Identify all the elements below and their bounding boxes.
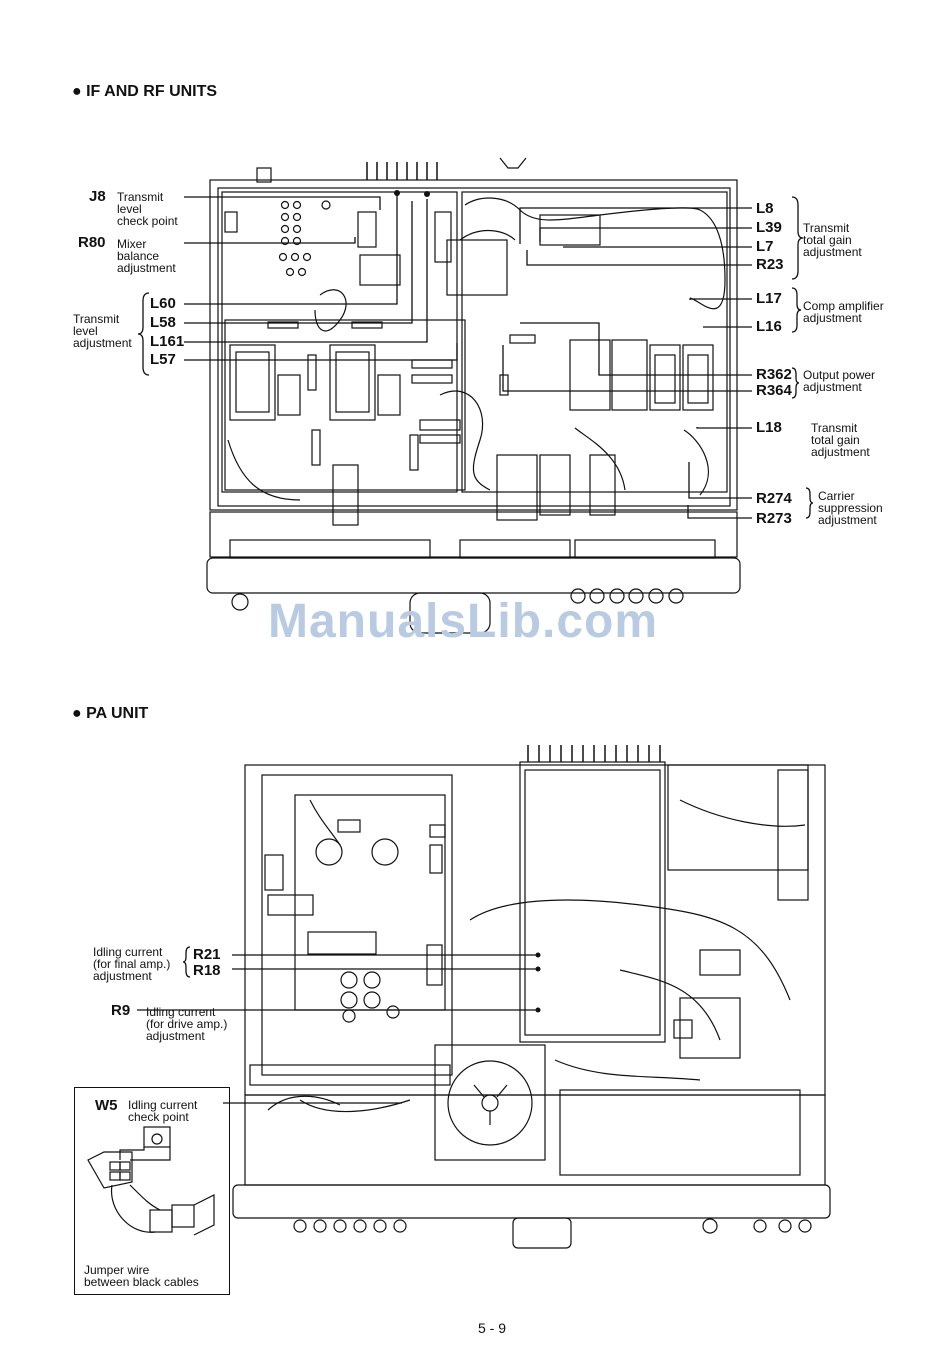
pa-chassis-drawing (232, 745, 831, 1249)
callout-l58: L58 (150, 314, 176, 331)
callout-w5: W5 (95, 1097, 118, 1114)
if-rf-section-title: ● IF AND RF UNITS (72, 83, 217, 101)
if-rf-chassis-drawing (206, 157, 741, 634)
desc-line: adjustment (803, 380, 862, 394)
callout-l60: L60 (150, 295, 176, 312)
desc-line: adjustment (93, 969, 152, 983)
desc-line: adjustment (811, 445, 870, 459)
desc-line: Comp amplifier (803, 299, 884, 313)
callout-r9: R9 (111, 1002, 131, 1019)
callout-l57: L57 (150, 351, 176, 368)
desc-line: Transmit (73, 312, 120, 326)
desc-line: between black cables (84, 1275, 199, 1289)
desc-line: Transmit (811, 421, 858, 435)
pa-section-title: ● PA UNIT (72, 705, 148, 723)
desc-line: suppression (818, 501, 883, 515)
callout-comp-amplifier-desc: Comp amplifier adjustment (803, 300, 884, 324)
callout-r80-desc: Mixer balance adjustment (117, 238, 176, 274)
desc-line: Idling current (128, 1098, 198, 1112)
callout-w5-desc: Idling current check point (128, 1099, 197, 1123)
pa-title-text: PA UNIT (86, 705, 149, 722)
desc-line: (for final amp.) (93, 957, 171, 971)
desc-line: Carrier (818, 489, 855, 503)
callout-l39: L39 (756, 219, 782, 236)
desc-line: check point (117, 214, 178, 228)
callout-r80: R80 (78, 234, 106, 251)
bullet-icon: ● (72, 83, 87, 100)
callout-r273: R273 (756, 510, 792, 527)
callout-r362: R362 (756, 366, 792, 383)
callout-j8-desc: Transmit level check point (117, 191, 178, 227)
callout-l17: L17 (756, 290, 782, 307)
desc-line: total gain (803, 233, 852, 247)
desc-line: adjustment (117, 261, 176, 275)
desc-line: adjustment (818, 513, 877, 527)
callout-idling-drive-desc: Idling current (for drive amp.) adjustme… (146, 1006, 227, 1042)
desc-line: level (117, 202, 142, 216)
callout-transmit-level-desc: Transmit level adjustment (73, 313, 132, 349)
desc-line: level (73, 324, 98, 338)
if-rf-title-text: IF AND RF UNITS (86, 83, 218, 100)
bullet-icon: ● (72, 705, 87, 722)
callout-l161: L161 (150, 333, 185, 350)
desc-line: Transmit (117, 190, 164, 204)
page-number: 5 - 9 (478, 1320, 507, 1336)
desc-line: Idling current (146, 1005, 216, 1019)
desc-line: adjustment (73, 336, 132, 350)
callout-j8: J8 (89, 188, 106, 205)
jumper-wire-caption: Jumper wire between black cables (84, 1264, 199, 1288)
callout-l7: L7 (756, 238, 774, 255)
callout-l8: L8 (756, 200, 774, 217)
callout-r18: R18 (193, 962, 221, 979)
callout-idling-final-desc: Idling current (for final amp.) adjustme… (93, 946, 170, 982)
desc-line: Mixer (117, 237, 147, 251)
desc-line: Output power (803, 368, 876, 382)
desc-line: Jumper wire (84, 1263, 150, 1277)
desc-line: balance (117, 249, 160, 263)
callout-l16: L16 (756, 318, 782, 335)
watermark: ManualsLib.com (268, 595, 659, 648)
callout-r274: R274 (756, 490, 792, 507)
desc-line: check point (128, 1110, 189, 1124)
desc-line: Idling current (93, 945, 163, 959)
callout-carrier-suppression-desc: Carrier suppression adjustment (818, 490, 883, 526)
desc-line: adjustment (146, 1029, 205, 1043)
desc-line: (for drive amp.) (146, 1017, 228, 1031)
w5-inset-box (74, 1087, 230, 1295)
callout-r23: R23 (756, 256, 784, 273)
desc-line: adjustment (803, 245, 862, 259)
callout-l18: L18 (756, 419, 782, 436)
desc-line: total gain (811, 433, 860, 447)
desc-line: adjustment (803, 311, 862, 325)
callout-transmit-total-gain-desc: Transmit total gain adjustment (803, 222, 862, 258)
desc-line: Transmit (803, 221, 850, 235)
callout-r364: R364 (756, 382, 792, 399)
callout-r21: R21 (193, 946, 221, 963)
w5-inset-drawing (87, 1126, 215, 1236)
callout-output-power-desc: Output power adjustment (803, 369, 875, 393)
callout-transmit-total-gain-2-desc: Transmit total gain adjustment (811, 422, 870, 458)
